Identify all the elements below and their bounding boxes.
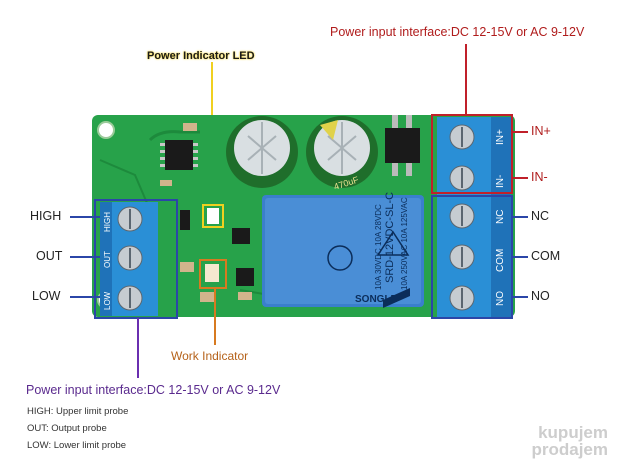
watermark: kupujem prodajem — [531, 424, 608, 458]
relay-warning-mark — [376, 230, 410, 256]
label-com: COM — [531, 249, 561, 263]
mounting-hole — [97, 121, 115, 139]
bottom-power-label: Power input interface:DC 12-15V or AC 9-… — [26, 383, 281, 397]
silk-low: LOW — [103, 291, 112, 310]
work-led — [205, 264, 219, 282]
relay-ul-mark — [327, 245, 353, 271]
silk-high: HIGH — [103, 212, 112, 232]
label-nc: NC — [531, 209, 550, 223]
label-low: LOW — [32, 289, 61, 303]
silk-nc: NC — [495, 210, 506, 224]
legend-out: OUT: Output probe — [27, 423, 107, 434]
bridge-rectifier — [385, 128, 420, 163]
legend-low: LOW: Lower limit probe — [27, 440, 127, 451]
probe-highlight-box — [94, 199, 178, 319]
relay-rating-2: 10A 30VDC 10A 28VDC — [374, 204, 383, 290]
silk-out: OUT — [103, 251, 112, 268]
silk-com: COM — [495, 249, 506, 272]
relay-brand: SONGLE — [355, 294, 398, 305]
power-led-label: Power Indicator LED — [147, 50, 255, 62]
label-in-plus: IN+ — [531, 124, 551, 138]
silk-no: NO — [495, 291, 506, 306]
work-led-box — [199, 259, 227, 289]
resistor — [183, 123, 197, 131]
power-led — [207, 208, 219, 224]
top-power-label: Power input interface:DC 12-15V or AC 9-… — [330, 25, 585, 39]
watermark-line-1: kupujem — [538, 423, 608, 442]
power-led-box — [202, 204, 224, 228]
work-indicator-label: Work Indicator — [171, 349, 249, 363]
legend-high: HIGH: Upper limit probe — [27, 406, 129, 417]
input-highlight-box — [431, 114, 513, 194]
ic-chip — [165, 140, 193, 170]
watermark-line-2: prodajem — [531, 440, 608, 459]
silk-in-minus: IN- — [495, 175, 506, 188]
label-out: OUT — [36, 249, 63, 263]
silk-in-plus: IN+ — [495, 129, 506, 145]
label-no: NO — [531, 289, 550, 303]
relay-rating-1: 10A 250VAC 10A 125VAC — [400, 197, 409, 290]
label-high: HIGH — [30, 209, 62, 223]
label-in-minus: IN- — [531, 170, 548, 184]
